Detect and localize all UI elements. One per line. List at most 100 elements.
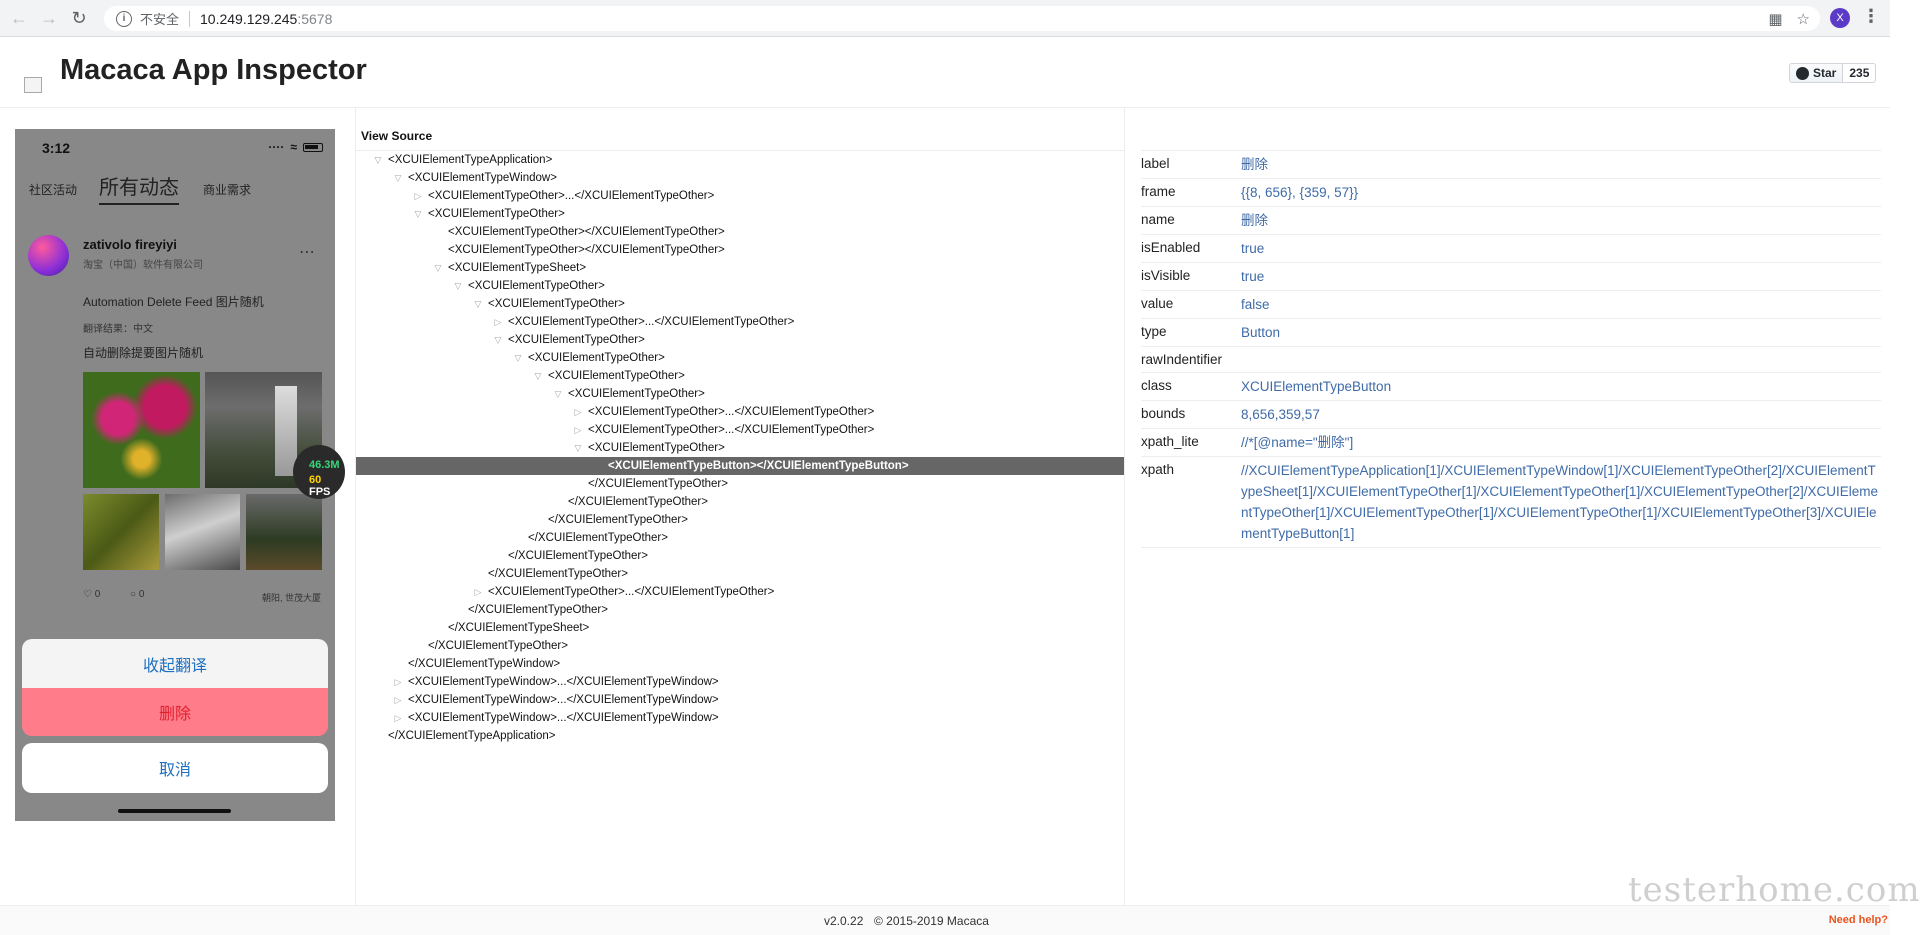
attribute-value[interactable]: {{8, 656}, {359, 57}} xyxy=(1241,185,1359,200)
tree-node[interactable]: </XCUIElementTypeWindow> xyxy=(356,655,1124,673)
sheet-delete-button[interactable]: 删除 xyxy=(22,688,328,736)
tree-node[interactable]: <XCUIElementTypeOther></XCUIElementTypeO… xyxy=(356,223,1124,241)
app-tab-all-feeds[interactable]: 所有动态 xyxy=(99,177,179,199)
tree-node[interactable]: </XCUIElementTypeSheet> xyxy=(356,619,1124,637)
tree-node[interactable]: ▽<XCUIElementTypeOther> xyxy=(356,205,1124,223)
bookmark-star-icon[interactable]: ☆ xyxy=(1796,11,1810,28)
tree-node[interactable]: </XCUIElementTypeOther> xyxy=(356,565,1124,583)
tree-node[interactable]: ▽<XCUIElementTypeSheet> xyxy=(356,259,1124,277)
caret-down-icon[interactable]: ▽ xyxy=(574,443,582,453)
tree-node[interactable]: ▷<XCUIElementTypeOther>...</XCUIElementT… xyxy=(356,583,1124,601)
tree-node[interactable]: </XCUIElementTypeApplication> xyxy=(356,727,1124,745)
tree-node[interactable]: </XCUIElementTypeOther> xyxy=(356,493,1124,511)
tree-node[interactable]: ▽<XCUIElementTypeWindow> xyxy=(356,169,1124,187)
tree-node[interactable]: </XCUIElementTypeOther> xyxy=(356,475,1124,493)
info-icon[interactable]: i xyxy=(116,10,132,27)
post-author-avatar[interactable] xyxy=(28,235,69,276)
caret-down-icon[interactable]: ▽ xyxy=(554,389,562,399)
attribute-value[interactable]: //XCUIElementTypeApplication[1]/XCUIElem… xyxy=(1241,463,1879,541)
caret-down-icon[interactable]: ▽ xyxy=(514,353,522,363)
app-tab-community[interactable]: 社区活动 xyxy=(29,183,78,197)
caret-right-icon[interactable]: ▷ xyxy=(414,191,422,201)
caret-down-icon[interactable]: ▽ xyxy=(374,155,382,165)
tree-node[interactable]: </XCUIElementTypeOther> xyxy=(356,637,1124,655)
tree-node[interactable]: ▷<XCUIElementTypeWindow>...</XCUIElement… xyxy=(356,709,1124,727)
attribute-value[interactable]: //*[@name="删除"] xyxy=(1241,435,1354,450)
wifi-icon: ≈ xyxy=(290,140,297,154)
tree-node[interactable]: ▽<XCUIElementTypeOther> xyxy=(356,367,1124,385)
comment-control[interactable]: ○ 0 xyxy=(130,589,144,600)
forward-icon[interactable]: → xyxy=(40,7,58,28)
caret-down-icon[interactable]: ▽ xyxy=(474,299,482,309)
attribute-value[interactable]: true xyxy=(1241,241,1265,256)
need-help-link[interactable]: Need help? xyxy=(1828,914,1888,926)
translate-icon[interactable]: ▦ xyxy=(1768,11,1783,28)
attribute-key: isVisible xyxy=(1141,268,1191,283)
caret-down-icon[interactable]: ▽ xyxy=(414,209,422,219)
tree-node[interactable]: ▷<XCUIElementTypeWindow>...</XCUIElement… xyxy=(356,673,1124,691)
tree-node[interactable]: ▽<XCUIElementTypeOther> xyxy=(356,295,1124,313)
post-image-leaves[interactable] xyxy=(83,494,159,570)
tree-node[interactable]: </XCUIElementTypeOther> xyxy=(356,529,1124,547)
tree-node[interactable]: ▽<XCUIElementTypeOther> xyxy=(356,331,1124,349)
tree-node[interactable]: ▽<XCUIElementTypeOther> xyxy=(356,385,1124,403)
sheet-cancel-button[interactable]: 取消 xyxy=(22,743,328,793)
tree-node[interactable]: ▽<XCUIElementTypeOther> xyxy=(356,349,1124,367)
attribute-value[interactable]: 删除 xyxy=(1241,213,1268,228)
address-bar[interactable]: i 不安全 10.249.129.245:5678 ▦ ☆ xyxy=(104,6,1820,31)
tree-node[interactable]: </XCUIElementTypeOther> xyxy=(356,601,1124,619)
tree-node[interactable]: ▽<XCUIElementTypeOther> xyxy=(356,277,1124,295)
caret-right-icon[interactable]: ▷ xyxy=(394,677,402,687)
caret-right-icon[interactable]: ▷ xyxy=(494,317,502,327)
post-image-stream[interactable] xyxy=(165,494,240,570)
post-image-cliff[interactable] xyxy=(246,494,322,570)
caret-down-icon[interactable]: ▽ xyxy=(454,281,462,291)
home-indicator xyxy=(118,809,231,813)
post-image-flowers[interactable] xyxy=(83,372,200,488)
like-control[interactable]: ♡ 0 xyxy=(83,589,100,600)
attribute-value[interactable]: true xyxy=(1241,269,1265,284)
caret-right-icon[interactable]: ▷ xyxy=(394,713,402,723)
tree-node[interactable]: </XCUIElementTypeOther> xyxy=(356,511,1124,529)
caret-down-icon[interactable]: ▽ xyxy=(434,263,442,273)
attribute-value[interactable]: false xyxy=(1241,297,1270,312)
device-screenshot[interactable]: 3:12 ···· ≈ 社区活动 所有动态 商业需求 zativolo fire… xyxy=(15,129,345,821)
app-tab-business[interactable]: 商业需求 xyxy=(203,183,252,197)
caret-down-icon[interactable]: ▽ xyxy=(534,371,542,381)
post-author-company: 淘宝（中国）软件有限公司 xyxy=(83,260,203,271)
tree-node[interactable]: <XCUIElementTypeOther></XCUIElementTypeO… xyxy=(356,241,1124,259)
tree-node[interactable]: ▷<XCUIElementTypeOther>...</XCUIElementT… xyxy=(356,313,1124,331)
profile-avatar[interactable]: X xyxy=(1830,8,1850,28)
tree-node[interactable]: ▷<XCUIElementTypeOther>...</XCUIElementT… xyxy=(356,421,1124,439)
tree-node[interactable]: ▷<XCUIElementTypeWindow>...</XCUIElement… xyxy=(356,691,1124,709)
tree-node[interactable]: </XCUIElementTypeOther> xyxy=(356,547,1124,565)
caret-right-icon[interactable]: ▷ xyxy=(574,425,582,435)
caret-down-icon[interactable]: ▽ xyxy=(394,173,402,183)
github-star-count[interactable]: 235 xyxy=(1843,63,1877,83)
tree-node-label: <XCUIElementTypeApplication> xyxy=(388,154,553,166)
attribute-value[interactable]: 删除 xyxy=(1241,157,1268,172)
browser-menu-icon[interactable]: ⋮ xyxy=(1862,6,1880,26)
attribute-value[interactable]: 8,656,359,57 xyxy=(1241,407,1320,422)
copyright-label: © 2015-2019 Macaca xyxy=(874,914,989,928)
attribute-key: type xyxy=(1141,324,1167,339)
tree-node-selected[interactable]: <XCUIElementTypeButton></XCUIElementType… xyxy=(356,457,1124,475)
github-star-button[interactable]: Star xyxy=(1789,63,1844,83)
attribute-value[interactable]: XCUIElementTypeButton xyxy=(1241,379,1392,394)
tree-node[interactable]: ▽<XCUIElementTypeOther> xyxy=(356,439,1124,457)
caret-down-icon[interactable]: ▽ xyxy=(494,335,502,345)
attribute-value[interactable]: Button xyxy=(1241,325,1281,340)
caret-right-icon[interactable]: ▷ xyxy=(394,695,402,705)
caret-right-icon[interactable]: ▷ xyxy=(574,407,582,417)
reload-icon[interactable]: ↻ xyxy=(71,7,87,28)
more-icon[interactable]: ⋯ xyxy=(299,244,315,261)
post-image-waterfall[interactable] xyxy=(205,372,322,488)
tree-node[interactable]: ▽ <XCUIElementTypeApplication> xyxy=(356,151,1124,169)
tree-node[interactable]: ▷<XCUIElementTypeOther>...</XCUIElementT… xyxy=(356,403,1124,421)
back-icon[interactable]: ← xyxy=(10,7,28,28)
caret-right-icon[interactable]: ▷ xyxy=(474,587,482,597)
tree-node[interactable]: ▷<XCUIElementTypeOther>...</XCUIElementT… xyxy=(356,187,1124,205)
sheet-collapse-translation-button[interactable]: 收起翻译 xyxy=(22,639,328,688)
